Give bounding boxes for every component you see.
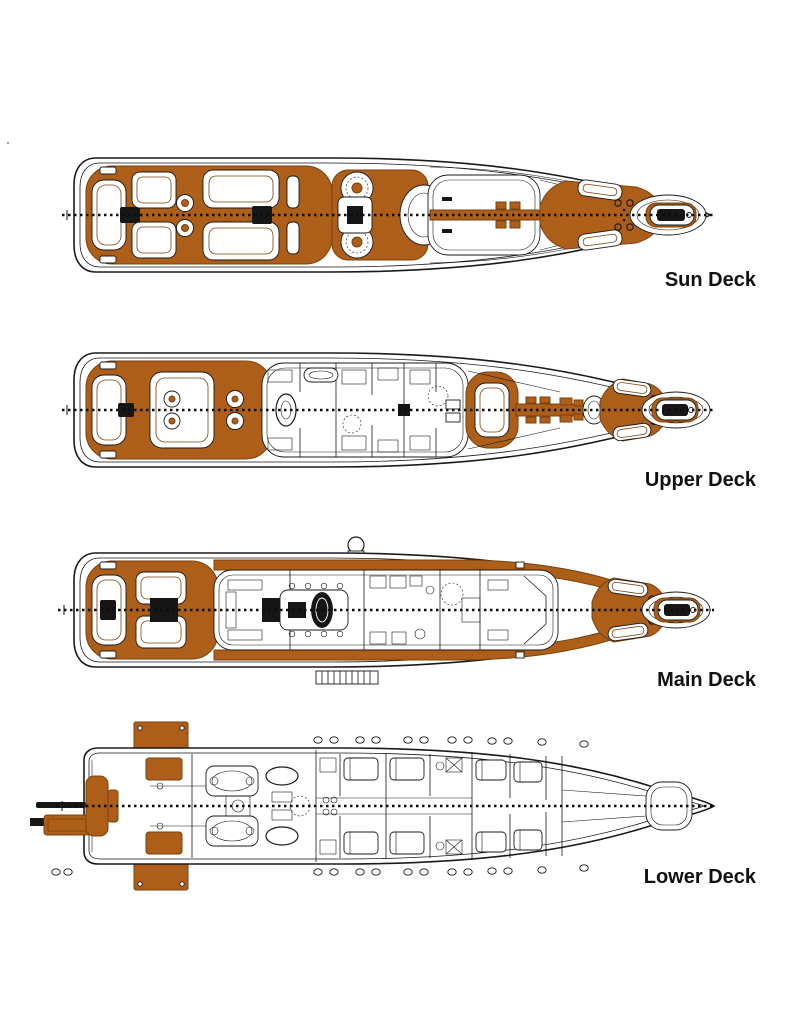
upper-deck-skylounge — [261, 362, 469, 458]
main-deck-salon — [213, 561, 559, 659]
main-deck-aft-deck — [85, 560, 219, 660]
sun-deck-centerline — [62, 210, 716, 220]
main-deck-gangway-steps — [315, 670, 379, 685]
lower-deck-plan — [30, 721, 716, 891]
lower-deck-centerline — [56, 801, 716, 811]
sun-deck-aft-lounge — [85, 165, 333, 265]
lower-deck-portholes — [51, 736, 589, 876]
stray-mark — [6, 141, 10, 145]
upper-deck-label: Upper Deck — [645, 469, 757, 491]
sun-deck-plan — [62, 157, 716, 273]
lower-deck-label: Lower Deck — [644, 866, 757, 888]
lower-deck-passerelle — [30, 775, 119, 837]
lower-deck-cabins — [316, 752, 647, 860]
main-deck-centerline — [58, 605, 714, 615]
upper-deck-portuguese-bridge — [465, 370, 589, 450]
sun-deck-label: Sun Deck — [665, 269, 757, 291]
main-deck-label: Main Deck — [657, 669, 757, 691]
lower-deck-side-hatches — [145, 757, 183, 855]
sun-deck-funnel-block — [331, 169, 449, 261]
upper-deck-centerline — [62, 405, 716, 415]
lower-deck-engine-room — [150, 750, 317, 862]
upper-deck-plan — [62, 352, 716, 468]
main-deck-plan — [58, 536, 714, 685]
sun-deck-foredeck — [539, 179, 661, 251]
upper-deck-aft-lounge — [85, 360, 273, 460]
